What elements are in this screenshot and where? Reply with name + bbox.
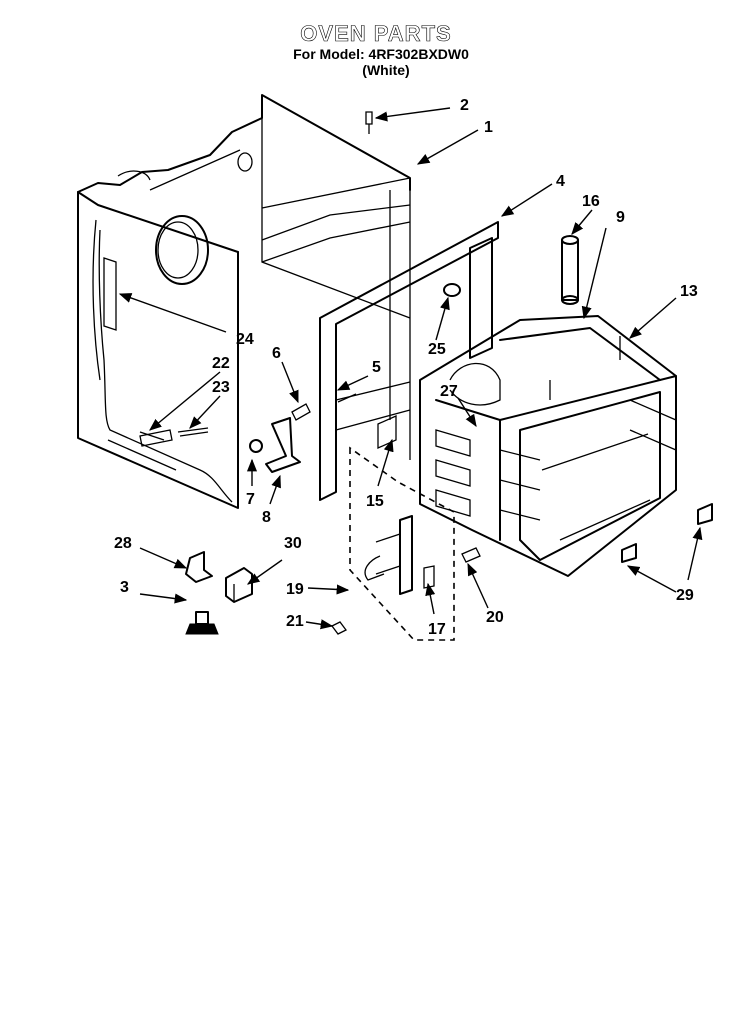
callout-5: 5 — [372, 359, 381, 376]
front-frame — [319, 178, 499, 501]
callout-25: 25 — [428, 341, 446, 358]
leader-lines — [118, 107, 703, 630]
callout-13: 13 — [680, 283, 698, 300]
callout-29: 29 — [676, 587, 694, 604]
callout-3: 3 — [120, 579, 129, 596]
latch-assembly — [331, 446, 481, 641]
callout-15: 15 — [366, 493, 384, 510]
diagram-header: OVEN PARTS For Model: 4RF302BXDW0 (White… — [0, 21, 752, 78]
callout-28: 28 — [114, 535, 132, 552]
callout-24: 24 — [236, 331, 254, 348]
callout-19: 19 — [286, 581, 304, 598]
page-title: OVEN PARTS — [300, 21, 452, 46]
callout-16: 16 — [582, 193, 600, 210]
oven-body — [77, 94, 411, 509]
callout-27: 27 — [440, 383, 458, 400]
callout-7: 7 — [246, 491, 255, 508]
small-hardware — [139, 111, 713, 635]
callout-2: 2 — [460, 97, 469, 114]
callout-23: 23 — [212, 379, 230, 396]
callout-9: 9 — [616, 209, 625, 226]
callout-8: 8 — [262, 509, 271, 526]
callout-20: 20 — [486, 609, 504, 626]
callout-6: 6 — [272, 345, 281, 362]
callout-17: 17 — [428, 621, 446, 638]
model-number: For Model: 4RF302BXDW0 — [293, 46, 469, 62]
callout-labels: 2 1 3 4 5 6 7 8 9 13 15 16 17 19 20 21 2… — [114, 97, 698, 638]
color-variant: (White) — [362, 62, 410, 78]
callout-21: 21 — [286, 613, 304, 630]
callout-1: 1 — [484, 119, 493, 136]
oven-liner — [419, 315, 677, 577]
callout-22: 22 — [212, 355, 230, 372]
callout-4: 4 — [556, 173, 565, 190]
callout-30: 30 — [284, 535, 302, 552]
